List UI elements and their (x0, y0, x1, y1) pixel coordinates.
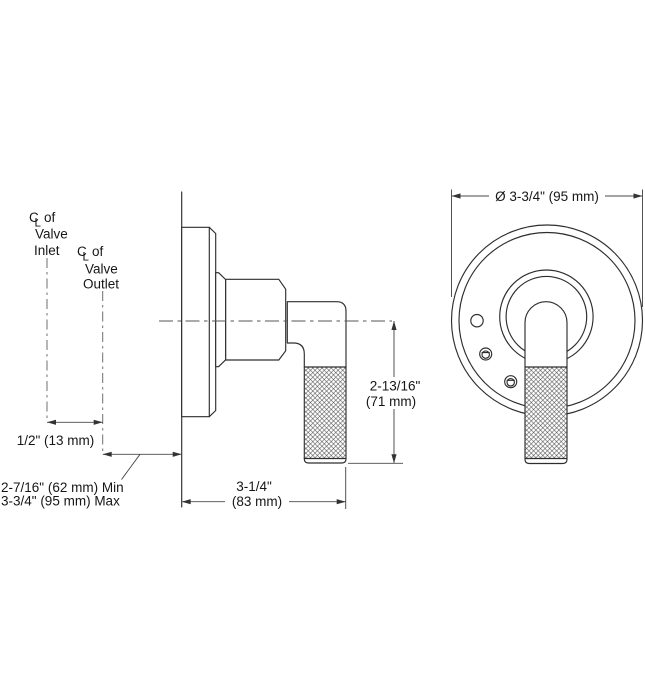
escutcheon-side (181, 226, 217, 418)
dim-text-projection-mm: (83 mm) (232, 494, 282, 509)
front-view (450, 224, 644, 465)
screw-2-outer (479, 347, 493, 361)
arrow-right-icon (336, 499, 346, 505)
screw-3-outer (504, 375, 518, 389)
knurl-texture-side (304, 367, 346, 459)
side-view (159, 191, 392, 508)
text-mask (365, 377, 425, 409)
dim-text-handle-length-mm: (71 mm) (366, 394, 416, 409)
screw-2-inner (481, 350, 490, 359)
trim-ring-side (215, 272, 227, 368)
arrow-left-icon (102, 451, 112, 457)
valve-cap-side (225, 278, 287, 361)
knurl-texture-front (525, 367, 567, 459)
dim-text-handle-length-in: 2-13/16" (370, 379, 421, 394)
arrow-up-icon (391, 321, 397, 330)
dim-text-centers-spacing: 1/2" (13 mm) (17, 433, 95, 448)
arrow-left-icon (451, 193, 461, 199)
dim-text-rough-in-max: 3-3/4" (95 mm) Max (1, 494, 120, 509)
arrow-down-icon (391, 454, 397, 464)
text-mask (225, 495, 289, 508)
arrow-right-icon (172, 451, 182, 457)
dim-text-rough-in-min: 2-7/16" (62 mm) Min (1, 480, 124, 495)
screw-3-inner (506, 378, 515, 387)
indicator-dot-1 (470, 313, 484, 328)
dim-text-escutcheon-diameter: Ø 3-3/4" (95 mm) (495, 189, 599, 204)
leader-line-rough-in (121, 454, 141, 480)
dim-text-projection-in: 3-1/4" (236, 479, 272, 494)
arrow-right-icon (633, 193, 643, 199)
dimension-lines (47, 189, 643, 509)
arrow-right-icon (93, 419, 103, 425)
arrow-left-icon (47, 419, 56, 425)
text-mask (489, 189, 605, 204)
arrow-left-icon (181, 499, 191, 505)
